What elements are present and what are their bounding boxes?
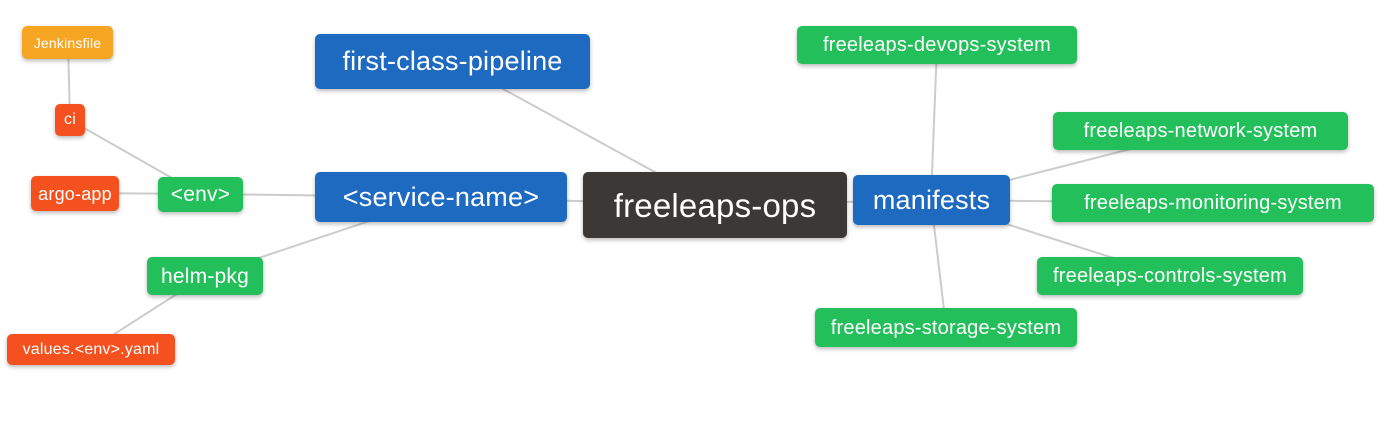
node-freeleaps-monitoring-system[interactable]: freeleaps-monitoring-system [1052,184,1374,222]
node-service-name[interactable]: <service-name> [315,172,567,222]
node-freeleaps-storage-system[interactable]: freeleaps-storage-system [815,308,1077,347]
node-values-env-yaml[interactable]: values.<env>.yaml [7,334,175,365]
node-first-class-pipeline[interactable]: first-class-pipeline [315,34,590,89]
node-argo-app[interactable]: argo-app [31,176,119,211]
node-jenkinsfile[interactable]: Jenkinsfile [22,26,113,59]
node-freeleaps-devops-system[interactable]: freeleaps-devops-system [797,26,1077,64]
node-env[interactable]: <env> [158,177,243,212]
node-freeleaps-controls-system[interactable]: freeleaps-controls-system [1037,257,1303,295]
node-helm-pkg[interactable]: helm-pkg [147,257,263,295]
node-manifests[interactable]: manifests [853,175,1010,225]
node-ci[interactable]: ci [55,104,85,136]
edge-manifests-devops-system [930,44,938,201]
node-freeleaps-ops-root[interactable]: freeleaps-ops [583,172,847,238]
node-freeleaps-network-system[interactable]: freeleaps-network-system [1053,112,1348,150]
